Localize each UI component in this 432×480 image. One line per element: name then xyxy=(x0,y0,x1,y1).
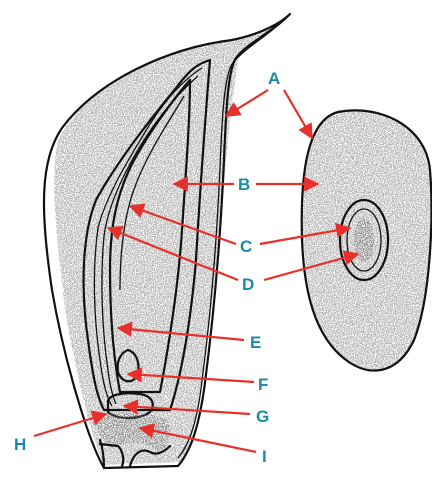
label-b: B xyxy=(238,175,250,194)
label-i: I xyxy=(262,447,267,466)
label-h: H xyxy=(14,435,26,454)
label-f: F xyxy=(258,375,268,394)
longitudinal-section xyxy=(44,14,290,468)
label-g: G xyxy=(256,407,269,426)
endosperm-stipple xyxy=(54,16,290,465)
label-c: C xyxy=(240,237,252,256)
label-e: E xyxy=(250,333,261,352)
cross-section xyxy=(302,110,432,370)
arrow-a-right xyxy=(284,90,312,138)
label-d: D xyxy=(242,275,254,294)
label-a: A xyxy=(268,69,280,88)
